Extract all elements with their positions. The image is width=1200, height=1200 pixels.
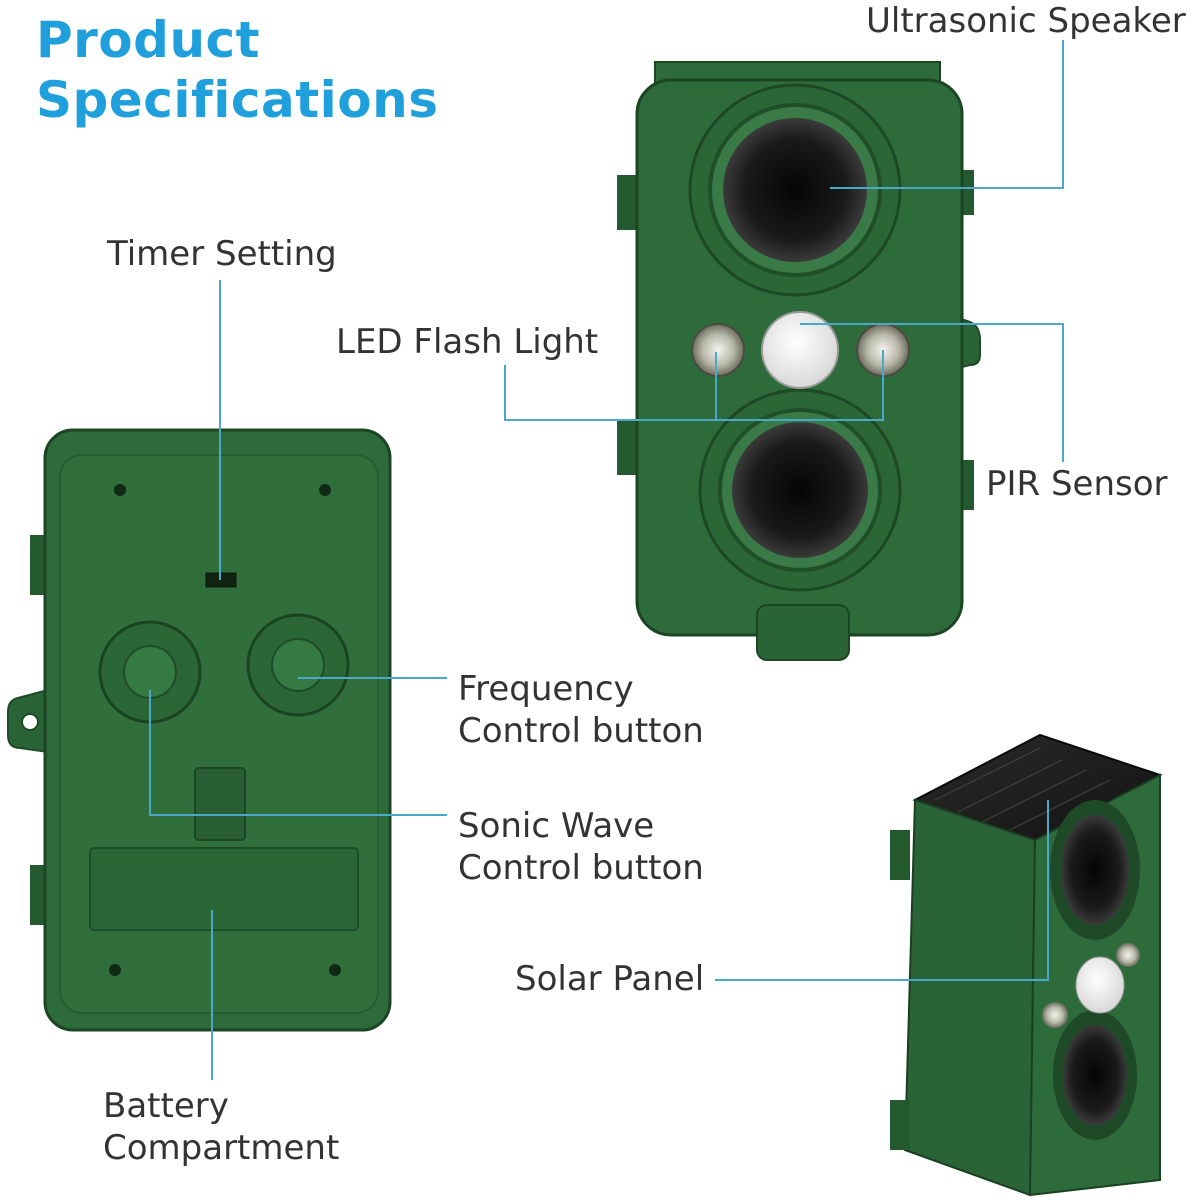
led-flash-light-left — [691, 323, 745, 377]
callout-lines — [149, 40, 1064, 1080]
side-tab — [890, 1100, 910, 1150]
pir-sensor-angled — [1075, 956, 1125, 1014]
label-solar-panel: Solar Panel — [515, 959, 705, 999]
label-battery-line-1: Battery — [103, 1086, 229, 1126]
screw — [109, 964, 121, 976]
label-frequency-control-button: Frequency Control button — [458, 668, 704, 752]
title-line-1: Product — [36, 11, 261, 69]
callout-line-ultrasonic-speaker — [830, 40, 1064, 189]
device-angled-view — [890, 733, 1163, 1197]
label-sonic-wave-line-1: Sonic Wave — [458, 806, 655, 846]
callout-line-pir-sensor — [800, 323, 1064, 462]
callout-line-led-flash-light — [504, 350, 884, 421]
side-tab — [890, 830, 910, 880]
led-angled-left — [1042, 1002, 1068, 1028]
label-battery-line-2: Compartment — [103, 1128, 340, 1168]
ultrasonic-speaker-top — [723, 118, 867, 262]
side-tab — [617, 420, 639, 475]
device-front-view — [617, 61, 981, 661]
center-clip — [194, 767, 246, 841]
label-pir-sensor: PIR Sensor — [986, 464, 1168, 504]
battery-cover — [89, 847, 359, 931]
ultrasonic-speaker-angled-bottom — [1063, 1025, 1127, 1125]
solar-cell-lines — [934, 747, 1111, 833]
page-title: Product Specifications — [36, 10, 439, 130]
frequency-knob — [271, 638, 325, 692]
label-led-flash-light: LED Flash Light — [336, 322, 599, 362]
device-back-view — [7, 428, 392, 1032]
label-battery-compartment: Battery Compartment — [103, 1085, 339, 1169]
callout-line-solar-panel — [715, 800, 1049, 981]
screw — [319, 484, 331, 496]
screw — [329, 964, 341, 976]
label-ultrasonic-speaker: Ultrasonic Speaker — [866, 1, 1186, 41]
label-timer-setting: Timer Setting — [107, 234, 337, 274]
ultrasonic-speaker-angled-top — [1061, 815, 1129, 925]
label-sonic-wave-line-2: Control button — [458, 848, 704, 888]
label-frequency-line-2: Control button — [458, 711, 704, 751]
title-line-2: Specifications — [36, 71, 439, 129]
callout-line-sonic-wave-control — [149, 690, 447, 816]
screw — [114, 484, 126, 496]
angled-side-face — [903, 798, 1037, 1197]
label-frequency-line-1: Frequency — [458, 669, 634, 709]
label-sonic-wave-control-button: Sonic Wave Control button — [458, 805, 704, 889]
bottom-port — [756, 604, 850, 661]
ultrasonic-speaker-bottom — [732, 422, 868, 558]
led-angled-right — [1116, 943, 1140, 967]
side-tab — [617, 175, 639, 230]
mounting-hole — [21, 713, 39, 731]
pir-sensor — [761, 311, 839, 389]
